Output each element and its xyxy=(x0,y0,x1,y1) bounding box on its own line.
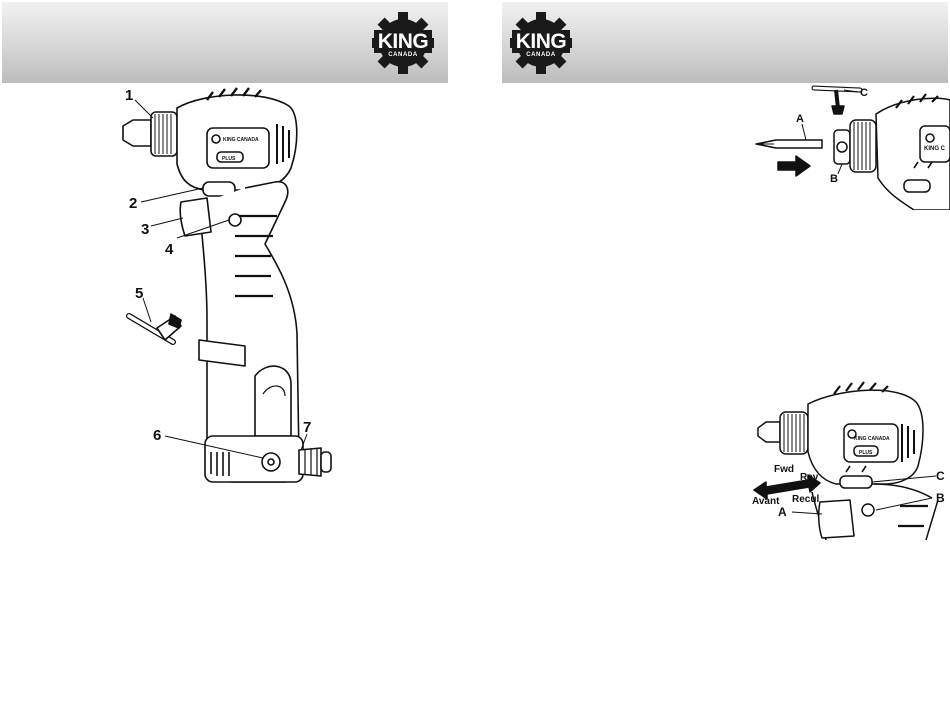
bit-insertion-figure: KING C A C B xyxy=(750,84,950,210)
trigger-a xyxy=(819,500,854,538)
label-recul: Recul xyxy=(792,494,819,505)
label-c: C xyxy=(936,469,945,483)
right-page: KING CANADA xyxy=(500,0,950,725)
king-canada-logo-left: KING CANADA xyxy=(370,10,436,76)
callout-7: 7 xyxy=(303,419,311,436)
header-band-left: KING CANADA xyxy=(2,2,448,83)
bit-insertion-illustration: KING C A C B xyxy=(750,84,950,210)
tool-badge-text: PLUS xyxy=(859,450,873,456)
callout-1: 1 xyxy=(125,87,133,104)
drill-parts-illustration: KING CANADA PLUS 1 2 3 4 5 6 7 xyxy=(95,84,355,504)
logo-word: KING xyxy=(370,31,436,52)
king-canada-logo-right: KING CANADA xyxy=(508,10,574,76)
lock-button xyxy=(229,214,241,226)
callout-3: 3 xyxy=(141,221,149,238)
label-a: A xyxy=(796,113,804,125)
battery-base xyxy=(205,436,303,482)
label-rev: Rev xyxy=(800,472,819,483)
header-band-right: KING CANADA xyxy=(502,2,948,83)
direction-switch-figure: KING CANADA PLUS Fwd Rev Avant Recul A B… xyxy=(750,380,950,540)
callout-2: 2 xyxy=(129,195,137,212)
drill-parts-figure: KING CANADA PLUS 1 2 3 4 5 6 7 xyxy=(95,84,355,504)
label-fwd: Fwd xyxy=(774,464,794,475)
callout-6: 6 xyxy=(153,427,161,444)
tool-label-text: KING C xyxy=(924,146,946,152)
chuck-nose xyxy=(758,422,780,442)
label-b: B xyxy=(830,173,838,185)
chuck-key-c xyxy=(814,88,860,114)
logo-sub: CANADA xyxy=(370,52,436,59)
label-c: C xyxy=(860,87,868,99)
tool-label-text: KING CANADA xyxy=(223,137,259,143)
tool-badge-text: PLUS xyxy=(222,156,236,162)
label-a: A xyxy=(778,505,787,519)
tool-label-text: KING CANADA xyxy=(854,436,890,442)
charging-jack xyxy=(262,453,280,471)
direction-switch-c xyxy=(840,476,872,488)
callout-5: 5 xyxy=(135,285,143,302)
callout-4: 4 xyxy=(165,241,174,258)
label-avant: Avant xyxy=(752,496,780,507)
insert-arrow xyxy=(778,156,810,176)
lock-button-b xyxy=(862,504,874,516)
logo-sub: CANADA xyxy=(508,52,574,59)
left-page: KING CANADA xyxy=(0,0,450,725)
label-b: B xyxy=(936,491,945,505)
charger-plug xyxy=(299,448,331,476)
direction-switch-illustration: KING CANADA PLUS Fwd Rev Avant Recul A B… xyxy=(750,380,950,540)
logo-word: KING xyxy=(508,31,574,52)
chuck-nose xyxy=(123,120,151,146)
trigger xyxy=(180,198,211,236)
chuck-key xyxy=(129,314,181,342)
